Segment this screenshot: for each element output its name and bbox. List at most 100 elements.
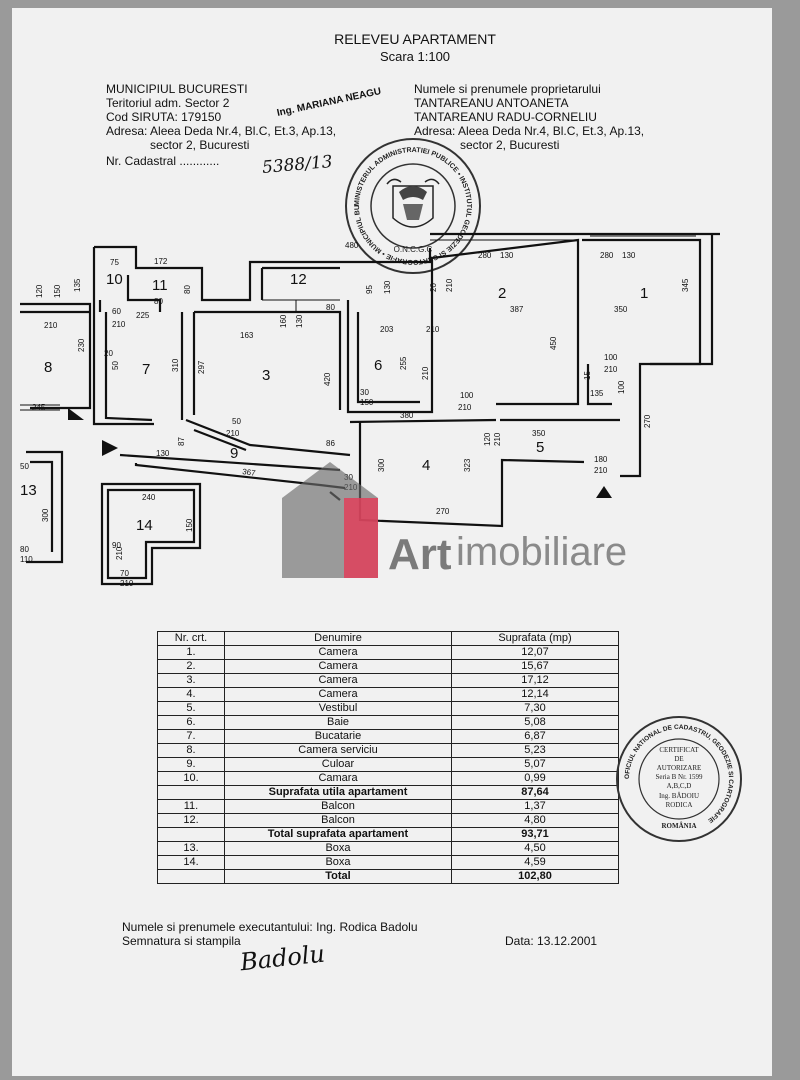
room-number: 6: [374, 357, 382, 374]
dim-label: 210: [426, 325, 440, 334]
dim-label: 80: [326, 303, 335, 312]
stamp-line: CERTIFICAT: [659, 746, 699, 754]
entry-arrow-icon: [102, 440, 118, 456]
dim-label: 20: [104, 349, 113, 358]
address-line: Adresa: Aleea Deda Nr.4, Bl.C, Et.3, Ap.…: [106, 124, 337, 138]
north-triangle-icon: [68, 408, 84, 420]
territory-line: Teritoriul adm. Sector 2: [106, 96, 230, 110]
dim-label: 345: [681, 278, 690, 292]
dim-label: 130: [500, 251, 514, 260]
room-area: 6,87: [451, 729, 619, 744]
dim-label: 367: [242, 467, 257, 478]
row-number: 9.: [157, 757, 225, 772]
room-area: 1,37: [451, 799, 619, 814]
room-name: Culoar: [224, 757, 452, 772]
document-title: RELEVEU APARTAMENT: [334, 31, 496, 47]
room-name: Total suprafata apartament: [224, 827, 452, 842]
room-name: Bucatarie: [224, 729, 452, 744]
dim-label: 180: [594, 455, 608, 464]
dim-label: 420: [323, 372, 332, 386]
dim-label: 130: [622, 251, 636, 260]
dim-label: 100: [604, 353, 618, 362]
dim-label: 160: [279, 314, 288, 328]
coat-of-arms-icon: [386, 178, 440, 228]
floor-plan: 1 2 3 4 5 6 7 8 9 10 11 12 13 14 480 172…: [20, 232, 720, 588]
dim-label: 163: [240, 331, 254, 340]
dim-label: 70: [120, 569, 129, 578]
row-number: 1.: [157, 645, 225, 660]
room-number: 11: [152, 277, 168, 294]
row-number: [157, 827, 225, 842]
dim-label: 210: [594, 466, 608, 475]
watermark-suffix: imobiliare: [456, 530, 628, 574]
row-number: 13.: [157, 841, 225, 856]
stamp-line: DE: [674, 755, 683, 763]
signature-label: Semnatura si stampila: [122, 934, 241, 948]
dim-label: 135: [590, 389, 604, 398]
dim-label: 30: [360, 388, 369, 397]
room-area: 15,67: [451, 659, 619, 674]
dim-label: 100: [617, 380, 626, 394]
dim-label: 350: [614, 305, 628, 314]
room-name: Baie: [224, 715, 452, 730]
dim-label: 323: [463, 458, 472, 472]
room-area: 7,30: [451, 701, 619, 716]
stamp-line: A,B,C,D: [667, 782, 692, 790]
dim-label: 210: [421, 366, 430, 380]
dim-label: 80: [154, 297, 163, 306]
room-area: 4,59: [451, 855, 619, 870]
room-name: Camera: [224, 673, 452, 688]
row-number: [157, 785, 225, 800]
room-name: Suprafata utila apartament: [224, 785, 452, 800]
dim-label: 210: [44, 321, 58, 330]
dim-label: 135: [73, 278, 82, 292]
dim-label: 270: [643, 414, 652, 428]
room-number: 5: [536, 439, 544, 456]
room-area: 93,71: [451, 827, 619, 842]
room-name: Balcon: [224, 799, 452, 814]
date-line: Data: 13.12.2001: [505, 934, 598, 948]
dim-label: 130: [295, 314, 304, 328]
owner-2: TANTAREANU RADU-CORNELIU: [414, 110, 597, 124]
dim-label: 50: [232, 417, 241, 426]
dim-label: 87: [177, 437, 186, 446]
municipality-line: MUNICIPIUL BUCURESTI: [106, 82, 248, 96]
room-number: 7: [142, 361, 150, 378]
room-name: Boxa: [224, 841, 452, 856]
dim-label: 255: [399, 356, 408, 370]
room-name: Camara: [224, 771, 452, 786]
dim-label: 110: [20, 555, 33, 564]
row-number: 7.: [157, 729, 225, 744]
row-number: 2.: [157, 659, 225, 674]
dim-label: 350: [532, 429, 546, 438]
dim-label: 210: [458, 403, 472, 412]
stamp-line: Seria B Nr. 1599: [655, 773, 703, 781]
row-number: [157, 869, 225, 884]
dim-label: 310: [171, 358, 180, 372]
official-stamp-top: MINISTERUL ADMINISTRATIEI PUBLICE • INST…: [344, 135, 481, 274]
room-number: 9: [230, 445, 238, 462]
dim-label: 297: [197, 360, 206, 374]
room-number: 3: [262, 367, 270, 384]
dim-label: 50: [111, 361, 120, 370]
address-line-2: sector 2, Bucuresti: [150, 138, 250, 152]
dim-label: 172: [154, 257, 168, 266]
dim-label: 120: [483, 432, 492, 446]
dim-label: 75: [110, 258, 119, 267]
room-number: 1: [640, 285, 648, 302]
room-area: 5,23: [451, 743, 619, 758]
room-name: Camera: [224, 659, 452, 674]
dim-label: 86: [326, 439, 335, 448]
room-area: 12,14: [451, 687, 619, 702]
row-number: 14.: [157, 855, 225, 870]
row-number: 3.: [157, 673, 225, 688]
dim-label: 60: [112, 307, 121, 316]
room-area: 17,12: [451, 673, 619, 688]
